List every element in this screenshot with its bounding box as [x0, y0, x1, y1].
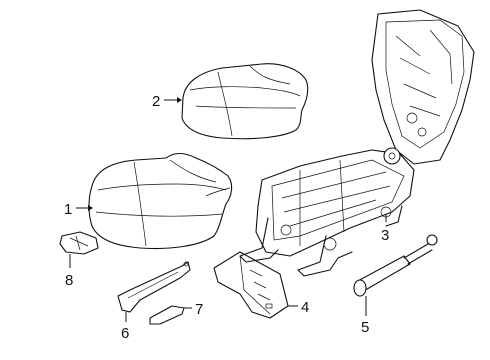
callout-7: 7	[195, 301, 203, 318]
callout-3: 3	[381, 227, 389, 244]
callout-1: 1	[64, 201, 72, 218]
part-3-seat-frame	[239, 9, 475, 277]
part-6-trim-strip	[117, 261, 191, 313]
part-1-seat-cushion	[88, 152, 233, 249]
part-7-cap	[149, 305, 185, 325]
callout-8: 8	[65, 272, 73, 289]
arrowhead-2	[177, 97, 182, 103]
callout-4: 4	[301, 299, 309, 316]
leader-lines	[69, 97, 387, 322]
part-5-gas-strut	[353, 234, 438, 297]
arrowhead-1	[88, 205, 93, 211]
part-8-bracket	[59, 231, 99, 255]
callout-6: 6	[121, 325, 129, 342]
callout-2: 2	[152, 93, 160, 110]
part-2-cushion-pad	[181, 63, 309, 140]
part-4-cover-plate	[213, 251, 289, 319]
callout-5: 5	[361, 319, 369, 336]
